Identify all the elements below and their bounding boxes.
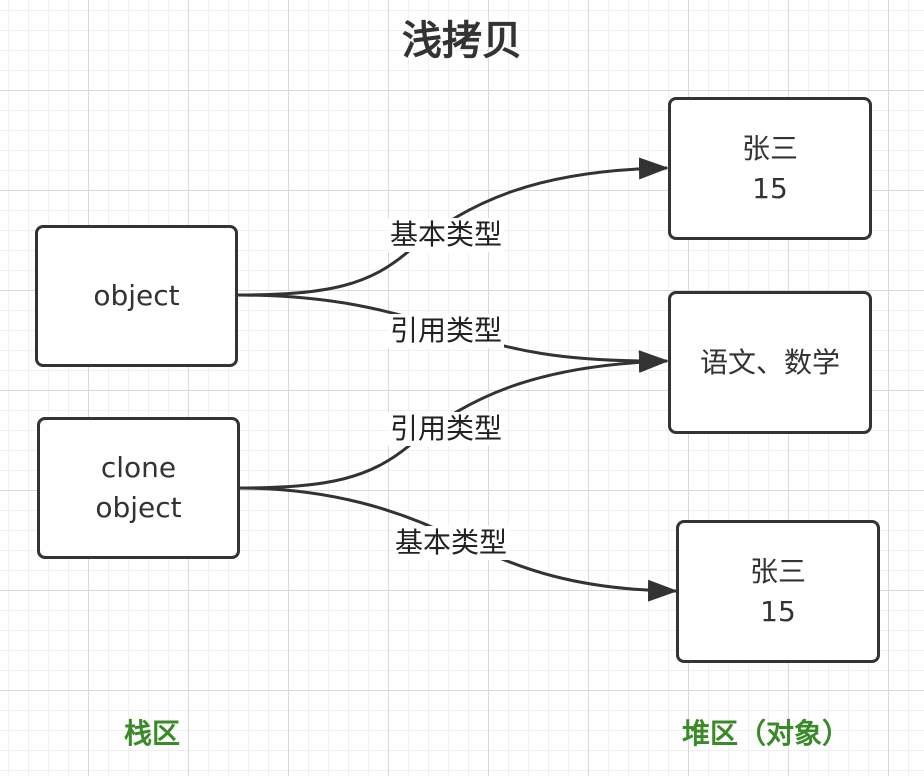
clone-label-line2: object xyxy=(95,491,182,524)
page-title: 浅拷贝 xyxy=(402,18,522,64)
heap-top-object-box: 张三 15 xyxy=(668,97,872,240)
stack-object-label: object xyxy=(93,279,180,312)
edge-label-reference-2: 引用类型 xyxy=(388,412,505,446)
clone-label-line1: clone xyxy=(100,451,177,484)
heap-top-value: 15 xyxy=(752,171,788,205)
edge-label-primitive-2: 基本类型 xyxy=(393,526,510,560)
heap-bottom-value: 15 xyxy=(760,594,796,628)
heap-top-name: 张三 xyxy=(741,131,798,165)
edge-label-primitive-1: 基本类型 xyxy=(388,218,505,252)
heap-bottom-object-box: 张三 15 xyxy=(676,520,880,663)
stack-clone-object-box: clone object xyxy=(37,417,240,559)
stack-object-box: object xyxy=(35,225,238,367)
heap-middle-text: 语文、数学 xyxy=(699,345,840,379)
heap-area-label: 堆区（对象） xyxy=(682,717,851,750)
heap-bottom-name: 张三 xyxy=(749,554,806,588)
stack-area-label: 栈区 xyxy=(124,717,181,750)
edge-label-reference-1: 引用类型 xyxy=(388,314,505,348)
heap-middle-object-box: 语文、数学 xyxy=(668,291,872,434)
